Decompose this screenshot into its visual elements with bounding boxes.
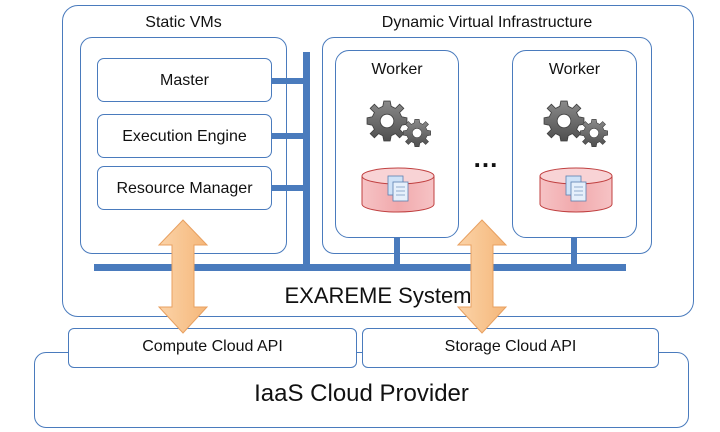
master-label: Master <box>160 72 209 89</box>
worker-label-1: Worker <box>371 61 423 78</box>
compute-cloud-api-label: Compute Cloud API <box>142 338 283 355</box>
worker-label-2: Worker <box>548 61 601 78</box>
storage-cloud-api-box <box>362 328 659 368</box>
master-box <box>97 58 272 102</box>
resource-manager-box <box>97 166 272 210</box>
system-label: EXAREME System <box>284 283 472 308</box>
execution-engine-box <box>97 114 272 158</box>
provider-label: IaaS Cloud Provider <box>254 380 469 407</box>
dynamic-infrastructure-title: Dynamic Virtual Infrastructure <box>381 14 593 31</box>
execution-engine-label: Execution Engine <box>122 128 247 145</box>
storage-cloud-api-label: Storage Cloud API <box>444 338 577 355</box>
exareme-system-box <box>62 5 694 317</box>
resource-manager-label: Resource Manager <box>116 180 253 197</box>
compute-cloud-api-box <box>68 328 357 368</box>
static-vms-title: Static VMs <box>145 14 222 31</box>
worker-ellipsis: ... <box>473 143 499 173</box>
